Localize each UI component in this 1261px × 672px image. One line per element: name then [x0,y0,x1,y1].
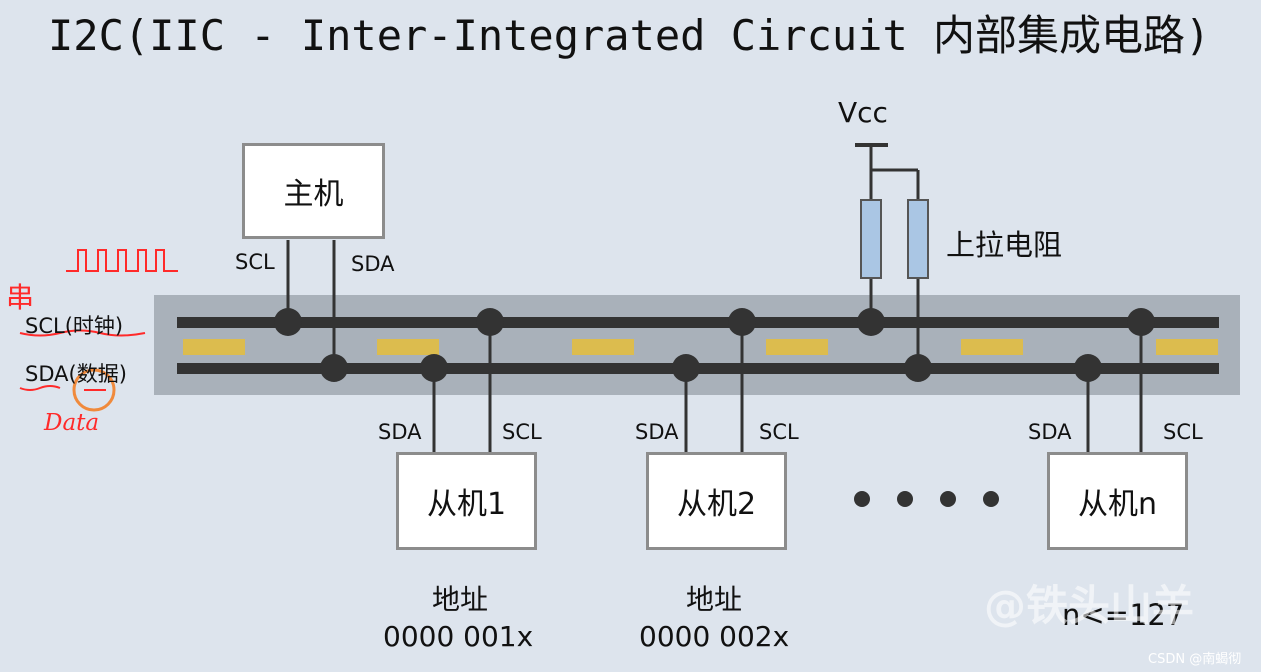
bus-scl-note: (时钟) [64,314,124,338]
bus-scl-label: SCL(时钟) [25,310,123,340]
junction-pullup-scl [857,308,885,336]
bus-scl-text: SCL [25,314,65,338]
master-label: 主机 [283,177,344,212]
junction-slaven-sda [1074,354,1102,382]
slave-limit: n<=127 [1062,598,1185,632]
watermark: @铁头山羊 [984,581,1195,630]
ellipsis-dots [854,491,999,507]
scl-underline [19,329,146,337]
slave2-scl-label: SCL [759,420,799,444]
junction-slave2-scl [728,308,756,336]
junction-slave1-scl [476,308,504,336]
junction-slave2-sda [672,354,700,382]
scl-bus-line [177,317,1219,328]
slave2-addr: 0000 002x [639,620,790,653]
credit: CSDN @南蝎彻 [1148,652,1242,667]
junction-slave1-sda [420,354,448,382]
master-sda-label: SDA [351,252,395,276]
handwritten-char: 串 [6,281,35,314]
junction-master-scl [274,308,302,336]
pullup-resistor-sda [907,199,929,279]
junction-pullup-sda [904,354,932,382]
page-title: I2C(IIC - Inter-Integrated Circuit 内部集成电… [48,11,1211,60]
slave2-box: 从机2 [646,452,787,550]
slave1-sda-label: SDA [378,420,422,444]
slaven-box: 从机n [1047,452,1188,550]
slaven-sda-label: SDA [1028,420,1072,444]
slave1-addr: 0000 001x [383,620,534,653]
slave1-scl-label: SCL [502,420,542,444]
slave2-label: 从机2 [676,487,757,522]
bus-band [154,295,1240,395]
sda-underline [19,385,61,391]
pullup-resistor-scl [860,199,882,279]
pullup-label: 上拉电阻 [946,228,1063,262]
bus-sda-note: (数据) [68,362,127,386]
clock-pulse-annotation [66,249,178,272]
bus-sda-text: SDA [25,362,69,386]
slave2-addr-label: 地址 [686,583,743,616]
slave2-sda-label: SDA [635,420,679,444]
master-box: 主机 [242,143,385,239]
bus-sda-label: SDA(数据) [25,358,127,388]
slave1-label: 从机1 [426,487,507,522]
slaven-scl-label: SCL [1163,420,1203,444]
vcc-label: Vcc [838,96,888,129]
bus-gold-dashes [183,339,1218,355]
slaven-label: 从机n [1077,487,1157,522]
handwritten-data: Data [44,410,100,436]
slave1-addr-label: 地址 [432,583,489,616]
data-circle-annotation [72,368,116,412]
slave1-box: 从机1 [396,452,537,550]
master-scl-label: SCL [235,250,275,274]
junction-slaven-scl [1127,308,1155,336]
junction-master-sda [320,354,348,382]
